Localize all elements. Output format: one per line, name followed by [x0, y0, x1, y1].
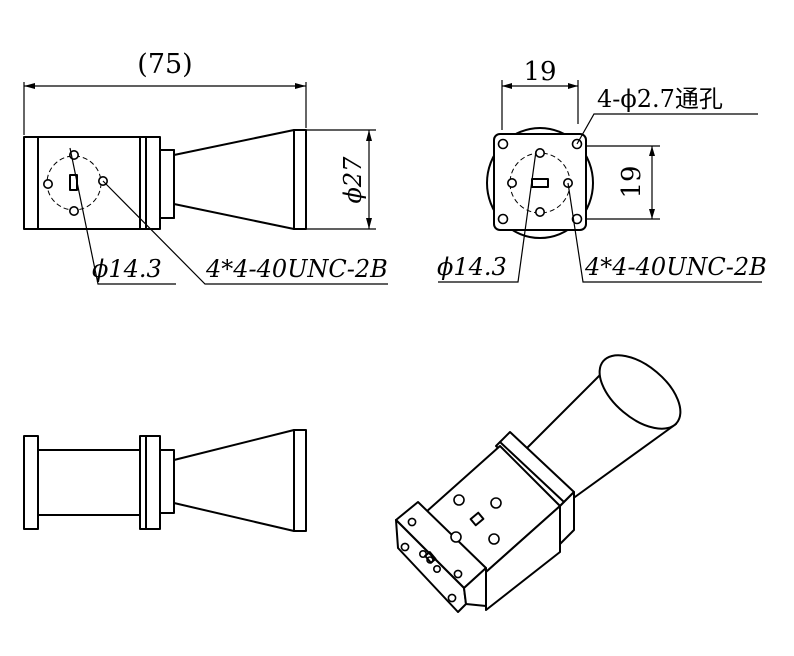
front-thread-label: 4*4-40UNC-2B — [584, 253, 767, 281]
front-view-dimensioned: 19 4-ϕ2.7通孔 19 ϕ14.3 4*4-40UNC-2B — [437, 57, 767, 283]
top-view — [23, 429, 307, 532]
horn-diameter-label: ϕ27 — [339, 156, 367, 204]
isometric-view — [395, 354, 682, 613]
side-thread-label: 4*4-40UNC-2B — [205, 255, 388, 283]
side-view-dimensioned: (75) ϕ27 ϕ14.3 4*4-40UNC-2B — [23, 49, 388, 285]
flange-width-label: 19 — [523, 57, 556, 87]
through-hole-label: 4-ϕ2.7通孔 — [597, 85, 723, 113]
front-bolt-circle-label: ϕ14.3 — [437, 253, 507, 281]
side-bolt-circle-label: ϕ14.3 — [92, 255, 162, 283]
flange-height-label: 19 — [617, 165, 647, 198]
overall-length-label: (75) — [137, 49, 192, 80]
